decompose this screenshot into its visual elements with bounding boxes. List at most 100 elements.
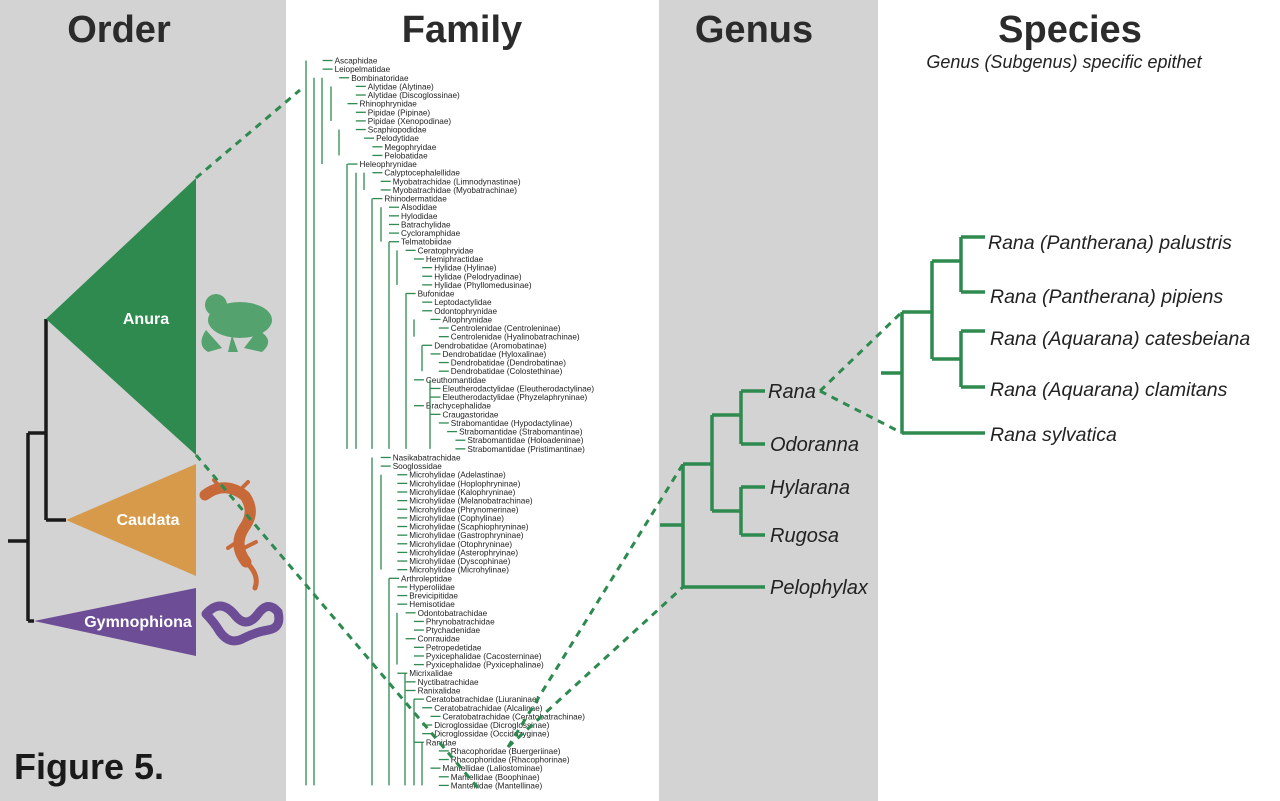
- family-label: Conrauidae: [418, 635, 461, 644]
- order-label-anura: Anura: [123, 311, 169, 328]
- family-label: Nyctibatrachidae: [418, 678, 479, 687]
- species-panel: [878, 0, 1280, 801]
- family-label: Hemisotidae: [409, 600, 455, 609]
- family-label: Strabomantidae (Strabomantinae): [459, 428, 583, 437]
- figure-label: Figure 5.: [14, 746, 164, 787]
- family-label: Rhacophoridae (Buergeriinae): [451, 747, 561, 756]
- family-genus-connectors: [506, 463, 685, 749]
- species-palustris: Rana (Pantherana) palustris: [988, 232, 1232, 254]
- genus-heading: Genus: [695, 9, 813, 51]
- family-label: Microhylidae (Asterophryinae): [409, 548, 518, 557]
- family-label: Dicroglossidae (Dicroglossinae): [434, 721, 549, 730]
- family-label: Mantellidae (Mantellinae): [451, 781, 543, 790]
- family-label: Microhylidae (Otophryninae): [409, 540, 512, 549]
- family-label: Microhylidae (Scaphiophryninae): [409, 523, 529, 532]
- family-label: Dendrobatidae (Colostethinae): [451, 367, 563, 376]
- family-label: Sooglossidae: [393, 462, 443, 471]
- family-label: Brachycephalidae: [426, 402, 492, 411]
- family-label: Rhinophrynidae: [360, 100, 418, 109]
- family-label: Heleophrynidae: [360, 160, 418, 169]
- family-label: Alytidae (Discoglossinae): [368, 91, 460, 100]
- family-label: Craugastoridae: [443, 410, 499, 419]
- family-label: Strabomantidae (Holoadeninae): [467, 436, 583, 445]
- genus-tree: [660, 389, 765, 589]
- family-label: Microhylidae (Gastrophryninae): [409, 531, 523, 540]
- family-label: Ceratobatrachidae (Alcalinae): [434, 704, 543, 713]
- family-label: Leiopelmatidae: [335, 65, 391, 74]
- family-label: Microhylidae (Hoplophryninae): [409, 479, 520, 488]
- family-label: Ceratophryidae: [418, 246, 474, 255]
- anura-clade: [46, 178, 196, 455]
- family-label: Microhylidae (Microhylinae): [409, 566, 509, 575]
- family-label: Dendrobatidae (Dendrobatinae): [451, 359, 566, 368]
- family-label: Ceratobatrachidae (Ceratobatrachinae): [443, 712, 586, 721]
- family-label: Microhylidae (Melanobatrachinae): [409, 497, 533, 506]
- gymnophiona-clade: [34, 588, 196, 656]
- family-label: Ceratobatrachidae (Liuraninae): [426, 695, 540, 704]
- order-label-gymnophiona: Gymnophiona: [84, 614, 192, 631]
- species-subtitle: Genus (Subgenus) specific epithet: [926, 52, 1202, 72]
- family-label: Eleutherodactylidae (Phyzelaphryninae): [443, 393, 588, 402]
- family-label: Dendrobatidae (Hyloxalinae): [443, 350, 547, 359]
- family-label: Pipidae (Xenopodinae): [368, 117, 452, 126]
- species-catesbeiana: Rana (Aquarana) catesbeiana: [990, 328, 1250, 350]
- genus-hylarana: Hylarana: [770, 477, 850, 499]
- family-label: Pipidae (Pipinae): [368, 108, 431, 117]
- species-sylvatica: Rana sylvatica: [990, 424, 1117, 446]
- family-label: Centrolenidae (Hyalinobatrachinae): [451, 333, 580, 342]
- genus-panel: [659, 0, 878, 801]
- family-label: Microhylidae (Phrynomerinae): [409, 505, 518, 514]
- family-label: Odontophrynidae: [434, 307, 497, 316]
- genus-species-connectors: [818, 310, 904, 435]
- family-label: Odontobatrachidae: [418, 609, 488, 618]
- family-label: Petropedetidae: [426, 643, 482, 652]
- species-clamitans: Rana (Aquarana) clamitans: [990, 379, 1228, 401]
- family-label: Brevicipitidae: [409, 592, 458, 601]
- family-label: Hemiphractidae: [426, 255, 484, 264]
- family-label: Pelodytidae: [376, 134, 419, 143]
- family-label: Hylidae (Phyllomedusinae): [434, 281, 532, 290]
- family-label: Hylodidae: [401, 212, 438, 221]
- family-label: Arthroleptidae: [401, 574, 452, 583]
- family-label: Cycloramphidae: [401, 229, 461, 238]
- family-label: Pyxicephalidae (Cacosterninae): [426, 652, 542, 661]
- family-label: Rhinodermatidae: [384, 195, 447, 204]
- genus-rugosa: Rugosa: [770, 525, 839, 547]
- family-label: Microhylidae (Dyscophinae): [409, 557, 510, 566]
- order-heading: Order: [67, 9, 171, 51]
- family-label: Hylidae (Hylinae): [434, 264, 497, 273]
- genus-rana: Rana: [768, 381, 816, 403]
- family-label: Pyxicephalidae (Pyxicephalinae): [426, 661, 544, 670]
- caudata-clade: [66, 464, 196, 576]
- species-heading: Species: [998, 9, 1142, 51]
- order-family-connectors: [194, 88, 480, 789]
- family-label: Myobatrachidae (Myobatrachinae): [393, 186, 518, 195]
- caecilian-silhouette: [201, 601, 284, 646]
- order-tree: [8, 319, 66, 623]
- species-tree: [881, 235, 985, 435]
- genus-pelophylax: Pelophylax: [770, 577, 869, 599]
- family-label: Dendrobatidae (Aromobatinae): [434, 341, 547, 350]
- family-label: Calyptocephalellidae: [384, 169, 460, 178]
- family-label: Dicroglossidae (Occidozyginae): [434, 730, 549, 739]
- family-label: Telmatobiidae: [401, 238, 452, 247]
- family-label: Microhylidae (Kalophryninae): [409, 488, 515, 497]
- family-label: Leptodactylidae: [434, 298, 492, 307]
- family-label: Myobatrachidae (Limnodynastinae): [393, 177, 521, 186]
- family-label: Ascaphidae: [335, 57, 378, 66]
- family-label: Allophrynidae: [443, 315, 493, 324]
- family-label: Mantellidae (Boophinae): [451, 773, 540, 782]
- family-label: Scaphiopodidae: [368, 126, 427, 135]
- family-label: Strabomantidae (Pristimantinae): [467, 445, 585, 454]
- family-label: Ceuthomantidae: [426, 376, 487, 385]
- family-label: Bufonidae: [418, 290, 455, 299]
- family-label: Micrixalidae: [409, 669, 453, 678]
- family-label: Microhylidae (Adelastinae): [409, 471, 506, 480]
- family-label: Megophryidae: [384, 143, 436, 152]
- family-label: Ptychadenidae: [426, 626, 481, 635]
- family-label: Phrynobatrachidae: [426, 617, 495, 626]
- family-label: Alytidae (Alytinae): [368, 82, 434, 91]
- family-heading: Family: [402, 9, 522, 51]
